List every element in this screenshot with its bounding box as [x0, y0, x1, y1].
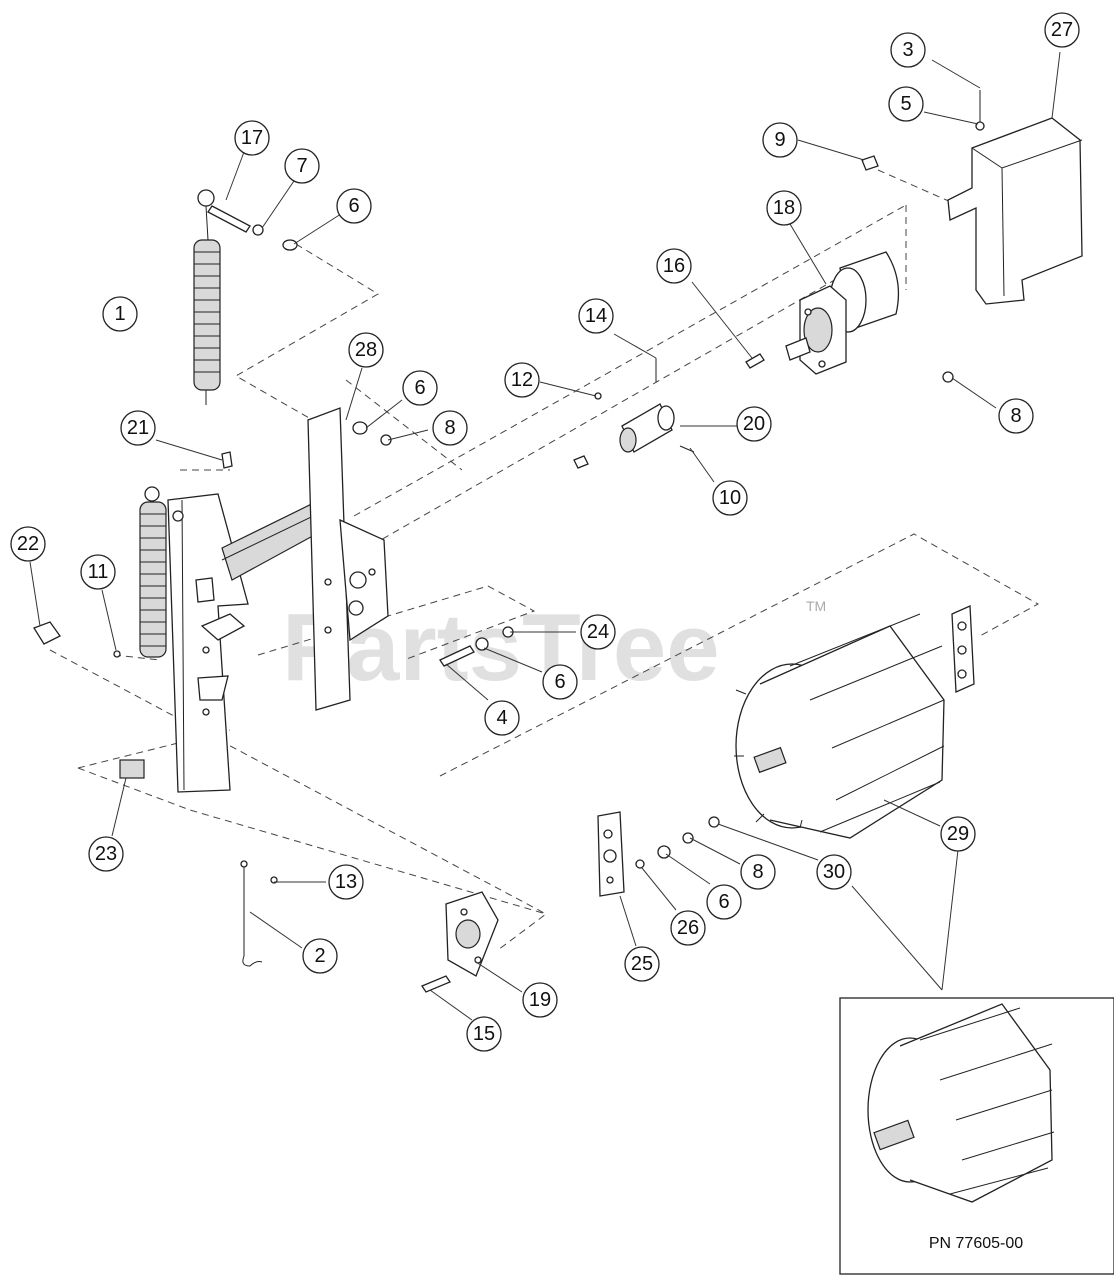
svg-text:3: 3 — [902, 39, 913, 61]
callout-6-plate: 6 — [706, 884, 742, 920]
callout-5: 5 — [888, 86, 924, 122]
callout-2: 2 — [302, 938, 338, 974]
hairpin-end — [240, 860, 248, 868]
coupler — [573, 358, 695, 469]
callout-4: 4 — [484, 700, 520, 736]
flange-bearing — [421, 891, 499, 993]
callout-18: 18 — [766, 190, 802, 226]
callout-17: 17 — [234, 120, 270, 156]
svg-text:23: 23 — [95, 843, 117, 865]
svg-text:4: 4 — [496, 707, 507, 729]
pin-21 — [221, 451, 233, 469]
upper-spring — [193, 189, 221, 405]
callout-12: 12 — [504, 362, 540, 398]
svg-text:10: 10 — [719, 487, 741, 509]
svg-text:14: 14 — [585, 305, 607, 327]
callout-13: 13 — [328, 864, 364, 900]
svg-text:25: 25 — [631, 953, 653, 975]
leader-lines — [29, 51, 1061, 1021]
eye-bolt — [207, 205, 298, 251]
callout-27: 27 — [1044, 12, 1080, 48]
callout-26: 26 — [670, 910, 706, 946]
main-bracket — [167, 493, 249, 793]
svg-text:15: 15 — [473, 1023, 495, 1045]
svg-text:7: 7 — [296, 155, 307, 177]
svg-text:6: 6 — [554, 671, 565, 693]
callout-6-bolt: 6 — [542, 664, 578, 700]
svg-text:26: 26 — [677, 917, 699, 939]
reel-drum — [734, 605, 975, 839]
svg-text:8: 8 — [1010, 405, 1021, 427]
svg-text:16: 16 — [663, 255, 685, 277]
callout-8-motor: 8 — [998, 398, 1034, 434]
svg-text:17: 17 — [241, 127, 263, 149]
motor — [785, 251, 900, 375]
callout-22: 22 — [10, 526, 46, 562]
clip — [33, 621, 61, 645]
svg-text:27: 27 — [1051, 19, 1073, 41]
motor-cover — [861, 90, 1083, 305]
watermark-trademark: TM — [806, 598, 826, 614]
nut — [380, 434, 392, 446]
callout-15: 15 — [466, 1016, 502, 1052]
svg-text:2: 2 — [314, 945, 325, 967]
nut-8-motor — [942, 371, 954, 383]
callout-1: 1 — [102, 296, 138, 332]
svg-text:19: 19 — [529, 989, 551, 1011]
svg-text:11: 11 — [88, 561, 109, 583]
callouts: 1 2 3 4 5 6 6 6 6 7 8 8 8 9 10 11 12 13 … — [10, 12, 1080, 1052]
svg-text:22: 22 — [17, 533, 39, 555]
svg-text:29: 29 — [947, 823, 969, 845]
bolt-assembly — [439, 626, 514, 667]
plate-bracket — [307, 407, 389, 711]
callout-24: 24 — [580, 614, 616, 650]
hairpin — [242, 866, 263, 967]
callout-8-plate: 8 — [740, 854, 776, 890]
callout-19: 19 — [522, 982, 558, 1018]
svg-text:6: 6 — [348, 195, 359, 217]
callout-10: 10 — [712, 480, 748, 516]
inset-part-number: PN 77605-00 — [929, 1235, 1023, 1252]
callout-16: 16 — [656, 248, 692, 284]
callout-23: 23 — [88, 836, 124, 872]
key — [745, 353, 765, 369]
nut-30 — [708, 816, 720, 828]
svg-text:24: 24 — [587, 621, 609, 643]
callout-9: 9 — [762, 122, 798, 158]
svg-text:1: 1 — [114, 303, 125, 325]
svg-text:13: 13 — [335, 871, 357, 893]
callout-30: 30 — [816, 854, 852, 890]
lower-spring — [139, 486, 167, 658]
svg-text:9: 9 — [774, 129, 785, 151]
svg-text:28: 28 — [355, 339, 377, 361]
callout-20: 20 — [736, 406, 772, 442]
svg-text:8: 8 — [752, 861, 763, 883]
callout-28: 28 — [348, 332, 384, 368]
svg-text:8: 8 — [444, 417, 455, 439]
callout-29: 29 — [940, 816, 976, 852]
svg-text:21: 21 — [127, 417, 149, 439]
svg-text:6: 6 — [414, 377, 425, 399]
callout-21: 21 — [120, 410, 156, 446]
svg-text:12: 12 — [511, 369, 533, 391]
inset-box: PN 77605-00 — [839, 997, 1114, 1275]
svg-text:18: 18 — [773, 197, 795, 219]
mount-plate — [597, 811, 694, 897]
svg-text:30: 30 — [823, 861, 845, 883]
svg-text:20: 20 — [743, 413, 765, 435]
callout-25: 25 — [624, 946, 660, 982]
svg-text:6: 6 — [718, 891, 729, 913]
callout-6-bracket: 6 — [402, 370, 438, 406]
svg-text:5: 5 — [900, 93, 911, 115]
callout-6-spring: 6 — [336, 188, 372, 224]
callout-8-bracket: 8 — [432, 410, 468, 446]
decal — [119, 759, 145, 779]
callout-11: 11 — [80, 554, 116, 590]
washer-11 — [113, 650, 121, 658]
callout-7: 7 — [284, 148, 320, 184]
washer — [352, 421, 368, 435]
callout-3: 3 — [890, 32, 926, 68]
callout-14: 14 — [578, 298, 614, 334]
